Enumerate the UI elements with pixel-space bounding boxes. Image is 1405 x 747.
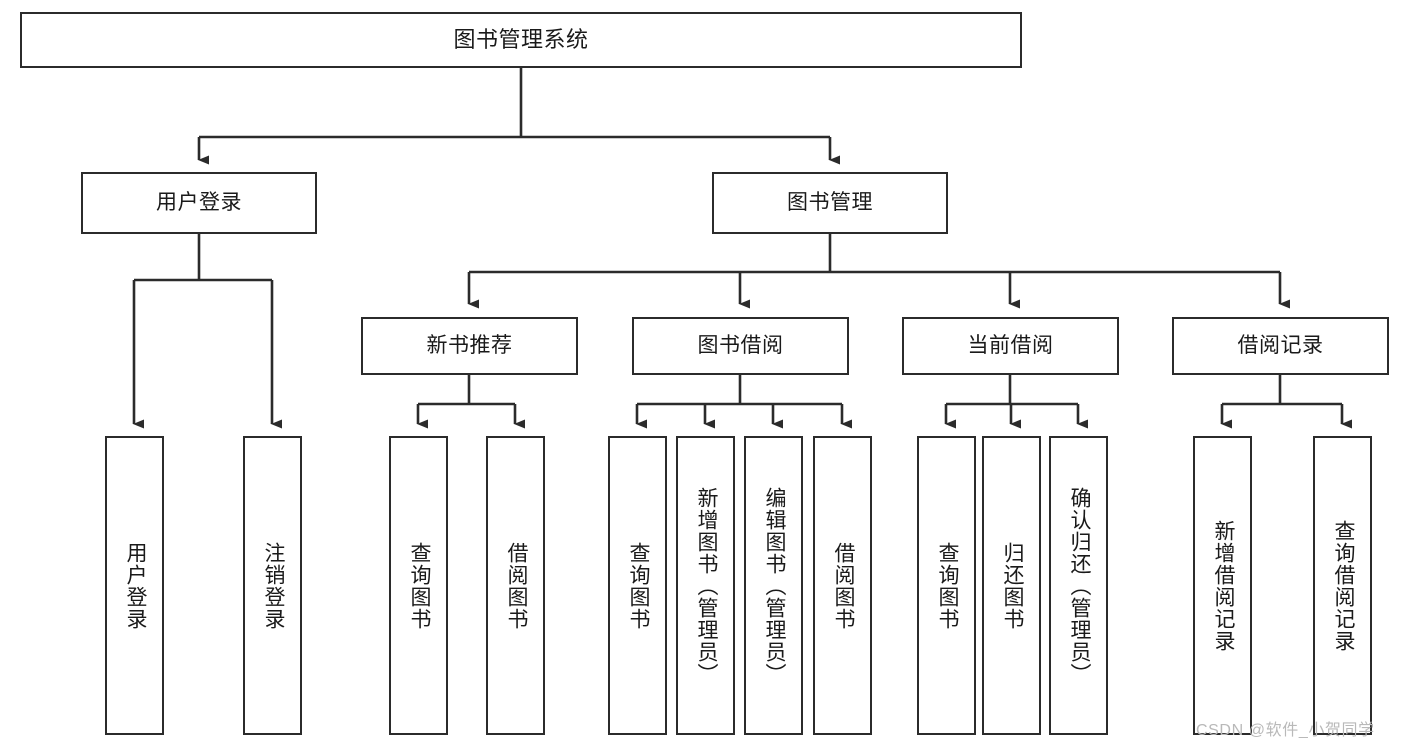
node-label: 图书借阅: [697, 333, 784, 357]
node-borrow-record[interactable]: 借阅记录: [1172, 317, 1389, 375]
node-leaf-query-record[interactable]: 查询借阅记录: [1313, 436, 1372, 735]
node-leaf-add-book[interactable]: 新增图书（管理员）: [676, 436, 735, 735]
node-label: 查询图书: [407, 541, 431, 630]
node-label: 查询借阅记录: [1331, 519, 1355, 652]
node-label: 借阅图书: [504, 541, 528, 630]
node-leaf-confirm-return[interactable]: 确认归还（管理员）: [1049, 436, 1108, 735]
node-label: 借阅记录: [1237, 333, 1324, 357]
node-leaf-user-login[interactable]: 用户登录: [105, 436, 164, 735]
node-leaf-query-book-2[interactable]: 查询图书: [608, 436, 667, 735]
node-leaf-query-book-1[interactable]: 查询图书: [389, 436, 448, 735]
node-label: 图书管理系统: [453, 27, 589, 53]
node-leaf-return-book[interactable]: 归还图书: [982, 436, 1041, 735]
node-book-manage[interactable]: 图书管理: [712, 172, 948, 234]
node-label: 查询图书: [626, 541, 650, 630]
node-leaf-user-logout[interactable]: 注销登录: [243, 436, 302, 735]
node-label: 用户登录: [156, 190, 242, 214]
node-label: 新书推荐: [426, 333, 513, 357]
node-label: 确认归还（管理员）: [1067, 486, 1091, 685]
node-label: 用户登录: [123, 541, 147, 630]
node-leaf-edit-book[interactable]: 编辑图书（管理员）: [744, 436, 803, 735]
node-label: 编辑图书（管理员）: [762, 486, 786, 685]
node-leaf-borrow-book-2[interactable]: 借阅图书: [813, 436, 872, 735]
node-label: 借阅图书: [831, 541, 855, 630]
node-label: 新增图书（管理员）: [694, 486, 718, 685]
node-user-login[interactable]: 用户登录: [81, 172, 317, 234]
node-label: 当前借阅: [967, 333, 1054, 357]
node-label: 新增借阅记录: [1211, 519, 1235, 652]
node-label: 归还图书: [1000, 541, 1024, 630]
node-leaf-query-book-3[interactable]: 查询图书: [917, 436, 976, 735]
node-root-system[interactable]: 图书管理系统: [20, 12, 1022, 68]
node-leaf-add-record[interactable]: 新增借阅记录: [1193, 436, 1252, 735]
node-new-book-recommend[interactable]: 新书推荐: [361, 317, 578, 375]
node-label: 图书管理: [787, 190, 873, 214]
node-book-borrow[interactable]: 图书借阅: [632, 317, 849, 375]
node-label: 查询图书: [935, 541, 959, 630]
csdn-watermark: CSDN @软件_小贺同学: [1196, 722, 1375, 739]
node-leaf-borrow-book-1[interactable]: 借阅图书: [486, 436, 545, 735]
node-label: 注销登录: [261, 541, 285, 630]
node-current-borrow[interactable]: 当前借阅: [902, 317, 1119, 375]
